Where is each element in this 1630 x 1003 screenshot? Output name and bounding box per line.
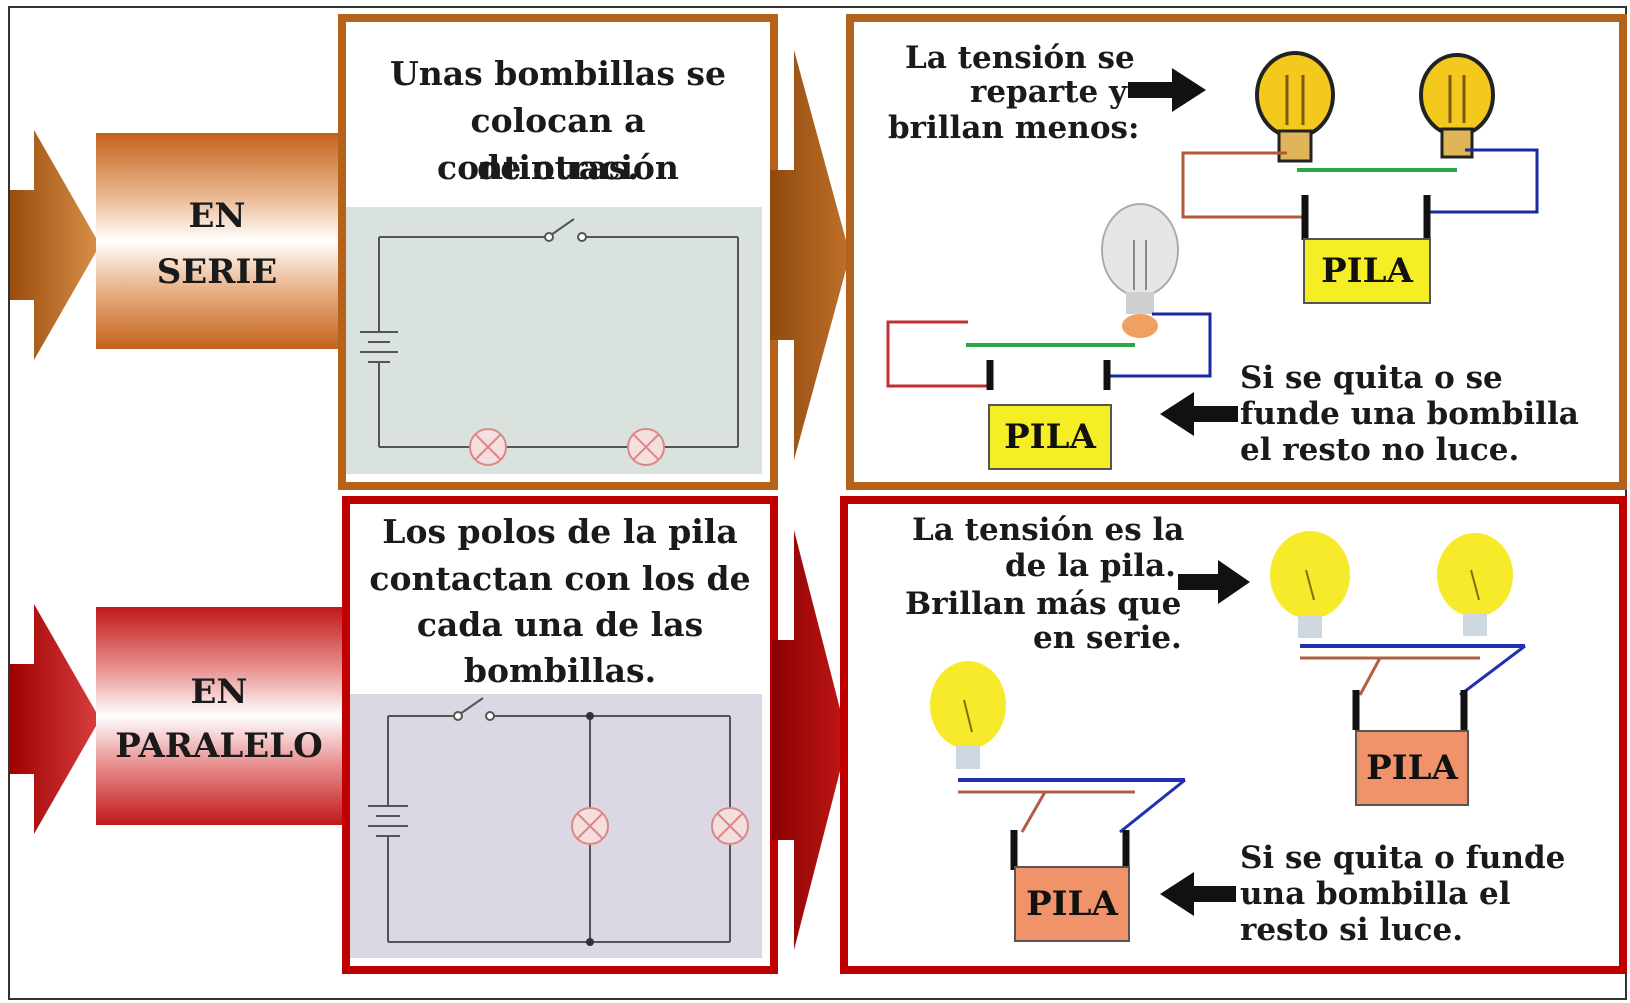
light-bulb-icon [1101, 203, 1179, 338]
paralelo-remove-note-1: Si se quita o funde [1240, 840, 1566, 876]
paralelo-description-2: contactan con los de [369, 559, 751, 598]
light-bulb-icon [1419, 53, 1495, 159]
battery-icon [1010, 830, 1130, 870]
paralelo-top-circuit [1270, 531, 1526, 697]
paralelo-description-3: cada una de las [416, 605, 704, 644]
small-black-arrow-icon [1160, 872, 1236, 916]
paralelo-label-line2: PARALELO [115, 726, 323, 766]
serie-battery-top: PILA [1303, 238, 1431, 304]
serie-tension-note-3: brillan menos: [888, 110, 1140, 146]
lamp-symbol-icon [627, 428, 665, 466]
paralelo-battery-top: PILA [1355, 730, 1469, 806]
small-black-arrow-icon [1178, 560, 1250, 604]
lamp-symbol-icon [711, 807, 749, 845]
big-arrow-icon [10, 604, 100, 834]
paralelo-label-line1: EN [190, 672, 248, 712]
paralelo-remove-note-3: resto si luce. [1240, 912, 1464, 948]
paralelo-bottom-circuit [930, 661, 1186, 834]
switch-icon [453, 711, 495, 721]
paralelo-tension-note-2: de la pila. [1005, 548, 1176, 584]
small-black-arrow-icon [1128, 68, 1206, 112]
light-bulb-icon [1270, 531, 1350, 638]
lamp-symbol-icon [571, 807, 609, 845]
big-arrow-icon [10, 130, 100, 360]
serie-label-line1: EN [188, 196, 246, 236]
paralelo-description-1: Los polos de la pila [382, 512, 738, 551]
paralelo-circuit-diagram [350, 694, 762, 958]
paralelo-remove-note-2: una bombilla el [1240, 876, 1511, 912]
lamp-symbol-icon [469, 428, 507, 466]
serie-label-line2: SERIE [156, 252, 278, 292]
paralelo-tension-note-1: La tensión es la [912, 512, 1185, 548]
serie-remove-note-1: Si se quita o se [1240, 360, 1503, 396]
serie-description-3: de otras. [477, 148, 639, 187]
paralelo-tension-note-3: Brillan más que [905, 586, 1182, 622]
serie-tension-note-1: La tensión se [905, 40, 1135, 76]
light-bulb-icon [1437, 533, 1513, 636]
serie-description-2: colocan a continuación [437, 101, 679, 187]
serie-description-1: Unas bombillas se [390, 54, 726, 93]
serie-top-circuit [1181, 51, 1539, 240]
serie-label-box [96, 133, 338, 349]
switch-icon [544, 232, 587, 242]
serie-remove-note-2: funde una bombilla [1240, 396, 1579, 432]
serie-tension-note-2: reparte y [970, 74, 1127, 110]
light-bulb-icon [1255, 51, 1335, 163]
serie-battery-bottom: PILA [988, 404, 1112, 470]
small-black-arrow-icon [1160, 392, 1238, 436]
paralelo-tension-note-4: en serie. [1033, 620, 1182, 656]
serie-remove-note-3: el resto no luce. [1240, 432, 1520, 468]
paralelo-battery-bottom: PILA [1014, 866, 1130, 942]
paralelo-label-box [96, 607, 342, 825]
big-arrow-icon [772, 530, 848, 950]
battery-icon [1352, 690, 1468, 730]
serie-circuit-diagram [346, 207, 762, 474]
serie-bottom-circuit [886, 203, 1212, 390]
paralelo-description-4: bombillas. [463, 651, 657, 690]
light-bulb-icon [930, 661, 1006, 769]
big-arrow-icon [770, 50, 850, 460]
